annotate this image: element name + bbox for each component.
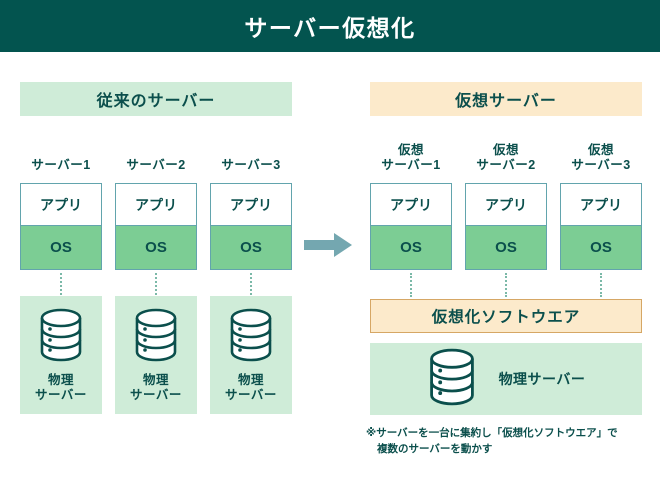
virtual-server-column-1: 仮想 サーバー1 アプリ OS: [370, 143, 452, 270]
physical-server-label-3: 物理 サーバー: [225, 373, 277, 402]
vm-app-layer-3: アプリ: [561, 184, 641, 226]
os-layer-2: OS: [116, 226, 196, 269]
server-label-2: サーバー2: [126, 158, 186, 172]
virtual-server-column-3: 仮想 サーバー3 アプリ OS: [560, 143, 642, 270]
server-label-3: サーバー3: [221, 158, 281, 172]
database-cylinder-icon: [38, 308, 84, 367]
virtual-server-stack-2: アプリ OS: [465, 183, 547, 270]
database-cylinder-icon: [228, 308, 274, 367]
title-bar: サーバー仮想化: [0, 0, 660, 52]
physical-server-card-3: 物理 サーバー: [210, 296, 292, 414]
virtual-server-label-3: 仮想 サーバー3: [571, 143, 631, 172]
connector-dotted-line-1: [60, 273, 64, 295]
virtual-server-label-1: 仮想 サーバー1: [381, 143, 441, 172]
vm-connector-dotted-line-1: [410, 273, 414, 297]
traditional-server-column-3: サーバー3 アプリ OS: [210, 158, 292, 270]
virtual-server-stack-3: アプリ OS: [560, 183, 642, 270]
physical-server-card-shared: 物理サーバー: [370, 343, 642, 415]
virtual-server-label-2: 仮想 サーバー2: [476, 143, 536, 172]
virtual-server-stack-1: アプリ OS: [370, 183, 452, 270]
physical-server-card-1: 物理 サーバー: [20, 296, 102, 414]
app-layer-3: アプリ: [211, 184, 291, 226]
panel-header-traditional: 従来のサーバー: [20, 82, 292, 116]
vm-connector-dotted-line-3: [600, 273, 604, 297]
os-layer-3: OS: [211, 226, 291, 269]
connector-dotted-line-2: [155, 273, 159, 295]
arrow-right-icon: [304, 232, 354, 258]
vm-app-layer-1: アプリ: [371, 184, 451, 226]
app-layer-2: アプリ: [116, 184, 196, 226]
footnote: ※サーバーを一台に集約し「仮想化ソフトウエア」で 複数のサーバーを動かす: [366, 425, 656, 457]
server-stack-1: アプリ OS: [20, 183, 102, 270]
virtual-server-column-2: 仮想 サーバー2 アプリ OS: [465, 143, 547, 270]
app-layer-1: アプリ: [21, 184, 101, 226]
database-cylinder-icon: [133, 308, 179, 367]
server-stack-2: アプリ OS: [115, 183, 197, 270]
vm-os-layer-2: OS: [466, 226, 546, 269]
footnote-line-2: 複数のサーバーを動かす: [377, 443, 493, 455]
server-stack-3: アプリ OS: [210, 183, 292, 270]
panel-header-virtual: 仮想サーバー: [370, 82, 642, 116]
physical-server-label-2: 物理 サーバー: [130, 373, 182, 402]
traditional-server-column-2: サーバー2 アプリ OS: [115, 158, 197, 270]
vm-os-layer-3: OS: [561, 226, 641, 269]
vm-app-layer-2: アプリ: [466, 184, 546, 226]
server-label-1: サーバー1: [31, 158, 91, 172]
physical-server-card-2: 物理 サーバー: [115, 296, 197, 414]
vm-connector-dotted-line-2: [505, 273, 509, 297]
os-layer-1: OS: [21, 226, 101, 269]
footnote-line-1: ※サーバーを一台に集約し「仮想化ソフトウエア」で: [366, 427, 618, 439]
database-cylinder-icon: [427, 348, 477, 411]
traditional-server-column-1: サーバー1 アプリ OS: [20, 158, 102, 270]
vm-os-layer-1: OS: [371, 226, 451, 269]
physical-server-label-1: 物理 サーバー: [35, 373, 87, 402]
virtualization-software-bar: 仮想化ソフトウエア: [370, 299, 642, 333]
page-title: サーバー仮想化: [244, 15, 416, 41]
physical-server-label-shared: 物理サーバー: [498, 371, 586, 387]
connector-dotted-line-3: [250, 273, 254, 295]
